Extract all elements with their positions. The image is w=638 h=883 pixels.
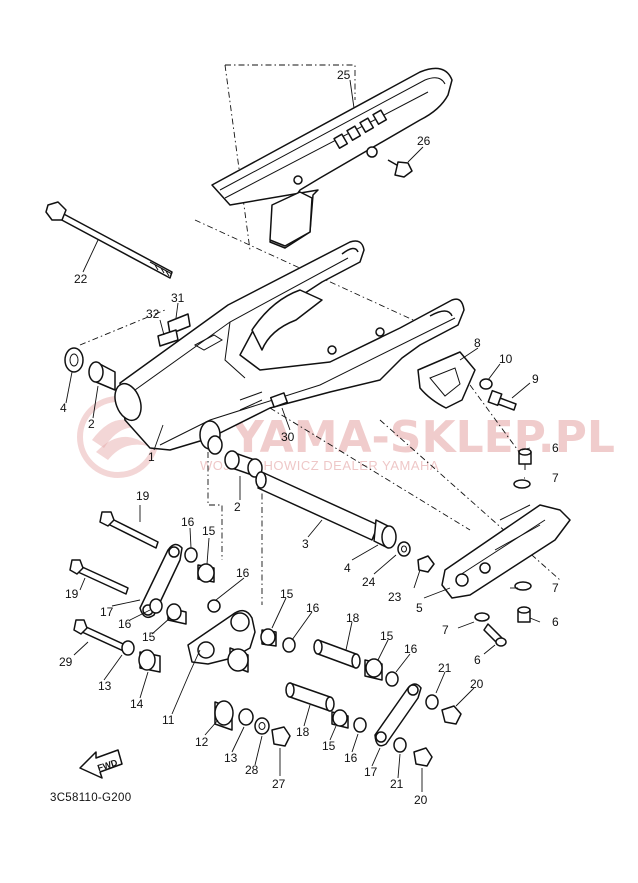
callout-10: 10 — [499, 352, 513, 366]
callout-21-b: 21 — [390, 777, 404, 791]
relay-arm — [187, 609, 256, 673]
small-bushings — [121, 547, 462, 767]
swingarm — [114, 240, 465, 451]
callout-23: 23 — [388, 590, 402, 604]
callout-16: 16 — [181, 515, 195, 529]
callout-18-b: 18 — [296, 725, 310, 739]
chain-support-bracket — [417, 351, 517, 411]
callout-2-lower: 2 — [234, 500, 241, 514]
label-plates — [157, 313, 191, 347]
callout-13: 13 — [98, 679, 112, 693]
callout-6-lower: 6 — [474, 653, 481, 667]
callout-16-e: 16 — [404, 642, 418, 656]
collar-shaft — [255, 471, 435, 573]
callout-28: 28 — [245, 763, 259, 777]
callout-16-f: 16 — [344, 751, 358, 765]
label-30 — [269, 392, 289, 408]
callout-11: 11 — [162, 713, 175, 727]
callout-15: 15 — [202, 524, 216, 538]
callout-7: 7 — [552, 471, 559, 485]
callout-26: 26 — [417, 134, 431, 148]
assembly-guides — [79, 64, 561, 605]
callout-17-b: 17 — [364, 765, 378, 779]
bolt-26 — [387, 159, 413, 178]
callout-numbers: 25 26 22 31 32 4 2 1 30 8 10 9 6 7 2 19 … — [59, 68, 559, 807]
callout-8: 8 — [474, 336, 481, 350]
callout-15-b: 15 — [142, 630, 156, 644]
callout-32: 32 — [146, 307, 160, 321]
callout-7-lower: 7 — [442, 623, 449, 637]
bushings-upper — [64, 347, 223, 455]
bolts-19 — [69, 511, 159, 655]
callout-16-d: 16 — [306, 601, 320, 615]
callout-24: 24 — [362, 575, 376, 589]
diagram-code: 3C58110-G200 — [50, 792, 132, 804]
callout-15-e: 15 — [322, 739, 336, 753]
callout-30: 30 — [281, 430, 295, 444]
callout-19: 19 — [136, 489, 150, 503]
bolts-6-7 — [474, 448, 532, 647]
callout-7-mid: 7 — [552, 581, 559, 595]
callout-12: 12 — [195, 735, 209, 749]
callout-18: 18 — [346, 611, 360, 625]
callout-16-b: 16 — [236, 566, 250, 580]
callout-20: 20 — [470, 677, 484, 691]
callout-4: 4 — [60, 401, 67, 415]
callout-19-lower: 19 — [65, 587, 79, 601]
callout-4-lower: 4 — [344, 561, 351, 575]
callout-5: 5 — [416, 601, 423, 615]
callout-16-c: 16 — [118, 617, 132, 631]
fwd-arrow-icon: FWD — [79, 749, 123, 779]
leader-lines — [65, 79, 541, 792]
callout-29: 29 — [59, 655, 73, 669]
callout-20-b: 20 — [414, 793, 428, 807]
callout-6-mid: 6 — [552, 615, 559, 629]
callout-6: 6 — [552, 441, 559, 455]
callout-9: 9 — [532, 372, 539, 386]
callout-13-b: 13 — [224, 751, 238, 765]
pivot-axle — [45, 201, 173, 279]
callout-15-d: 15 — [380, 629, 394, 643]
watermark-brand: YAMA-SKLEP.PL — [231, 412, 615, 463]
callout-1: 1 — [148, 450, 155, 464]
callout-25: 25 — [337, 68, 351, 82]
chain-guard — [211, 67, 453, 249]
callout-3: 3 — [302, 537, 309, 551]
callout-22: 22 — [74, 272, 88, 286]
callout-31: 31 — [171, 291, 185, 305]
watermark: YAMA-SKLEP.PL WOJCIECHOWICZ DEALER YAMAH… — [77, 396, 615, 478]
callout-21: 21 — [438, 661, 452, 675]
callout-15-c: 15 — [280, 587, 294, 601]
collars-18 — [285, 639, 361, 712]
callout-2: 2 — [88, 417, 95, 431]
callout-17: 17 — [100, 605, 114, 619]
link-plates — [139, 543, 422, 747]
callout-14: 14 — [130, 697, 144, 711]
callout-27: 27 — [272, 777, 286, 791]
chain-puller — [441, 504, 571, 599]
